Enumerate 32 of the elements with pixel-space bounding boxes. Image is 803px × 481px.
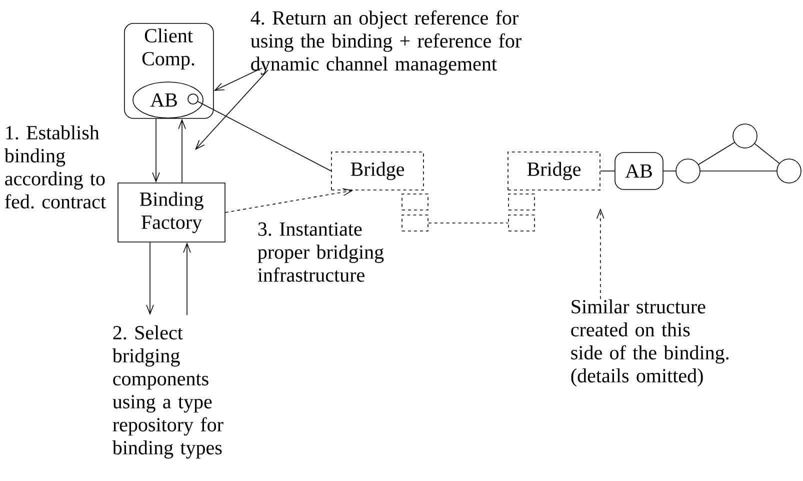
arrow	[178, 118, 186, 183]
network-circle	[676, 158, 700, 184]
port-circle	[188, 94, 198, 104]
stub-box	[402, 214, 428, 232]
step-note: 4. Return an object reference for using the binding + reference for dynamic channel management	[250, 10, 522, 75]
step-note: 1. Establish binding according to fed. contract	[4, 125, 106, 209]
network-circle	[776, 158, 802, 184]
connector-line	[428, 222, 508, 224]
bridge-box: Bridge	[331, 152, 424, 190]
note-text: Similar structure created on this side of the binding. (details omitted)	[571, 299, 728, 387]
arrow	[225, 188, 354, 213]
connector-line	[698, 142, 735, 165]
arrow	[183, 242, 191, 316]
network-circle	[732, 124, 758, 148]
step-note: 2. Select bridging components using a type repository for binding types	[112, 325, 224, 459]
bridge-box: Bridge	[508, 152, 600, 190]
stub-box	[508, 194, 535, 210]
connector-line	[700, 170, 777, 172]
arrow	[195, 70, 268, 150]
arrow	[146, 242, 154, 315]
stub-box	[402, 194, 428, 210]
arrow	[214, 68, 262, 91]
arrow	[152, 118, 160, 183]
process-box: Binding Factory	[118, 182, 226, 242]
connector-line	[600, 170, 615, 172]
connector-line	[663, 170, 676, 172]
connector-line	[197, 101, 332, 172]
arrow	[596, 208, 604, 300]
step-note: 3. Instantiate proper bridging infrastructure	[258, 222, 384, 282]
connector-line	[754, 143, 780, 164]
stub-box	[508, 214, 535, 232]
interface-box: AB	[614, 152, 664, 190]
